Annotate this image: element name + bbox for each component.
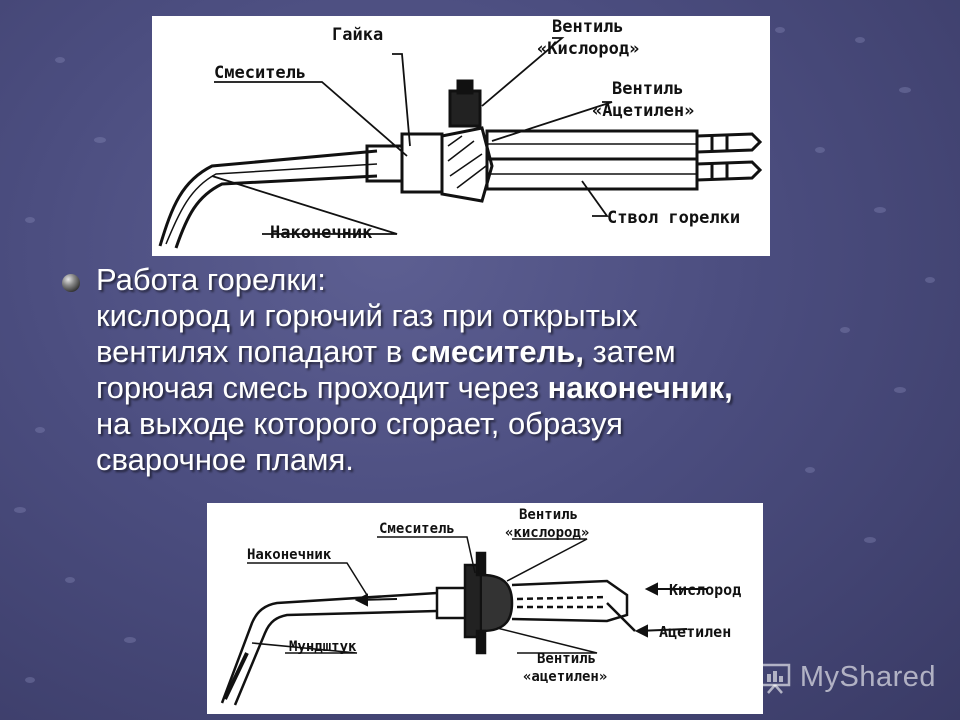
label-oxygen: Кислород <box>669 581 741 599</box>
label-mixer: Смеситель <box>214 63 306 83</box>
torch-diagram-bottom: Смеситель Вентиль «кислород» Наконечник … <box>207 503 763 714</box>
label-valve-acetylene-line1: Вентиль <box>537 651 596 667</box>
label-valve-oxygen-line2: «Кислород» <box>537 39 639 59</box>
term-mixer: смеситель, <box>410 334 584 369</box>
watermark: MyShared <box>758 661 936 694</box>
label-tip: Наконечник <box>270 223 372 243</box>
label-valve-acetylene-line1: Вентиль <box>612 79 684 99</box>
watermark-text: MyShared <box>799 661 936 693</box>
label-valve-oxygen-line1: Вентиль <box>552 17 624 37</box>
torch-section-drawing: Смеситель Вентиль «кислород» Наконечник … <box>220 507 741 706</box>
label-mixer: Смеситель <box>379 521 455 537</box>
label-valve-acetylene-line2: «Ацетилен» <box>592 101 694 121</box>
bullet-icon <box>62 274 80 292</box>
label-valve-acetylene-line2: «ацетилен» <box>523 669 607 685</box>
torch-diagram-top: Гайка Вентиль «Кислород» Смеситель Венти… <box>152 16 770 256</box>
label-tip: Наконечник <box>247 547 332 563</box>
label-mouthpiece: Мундштук <box>289 639 357 655</box>
description-title: Работа горелки: <box>96 262 326 297</box>
description-line-4: на выходе которого сгорает, образуя <box>96 406 623 441</box>
presentation-board-icon <box>759 663 791 694</box>
term-tip: наконечник, <box>547 370 733 405</box>
description-line-2: вентилях попадают в смеситель, затем <box>96 334 676 369</box>
torch-description: Работа горелки: кислород и горючий газ п… <box>62 262 902 478</box>
label-acetylene: Ацетилен <box>659 623 731 641</box>
label-nut: Гайка <box>332 25 383 45</box>
description-line-1: кислород и горючий газ при открытых <box>96 298 638 333</box>
label-valve-oxygen-line1: Вентиль <box>519 507 578 523</box>
description-line-3: горючая смесь проходит через наконечник, <box>96 370 733 405</box>
label-barrel: Ствол горелки <box>607 208 740 228</box>
torch-drawing: Гайка Вентиль «Кислород» Смеситель Венти… <box>158 17 763 249</box>
description-line-5: сварочное пламя. <box>96 442 354 477</box>
label-valve-oxygen-line2: «кислород» <box>505 525 589 541</box>
